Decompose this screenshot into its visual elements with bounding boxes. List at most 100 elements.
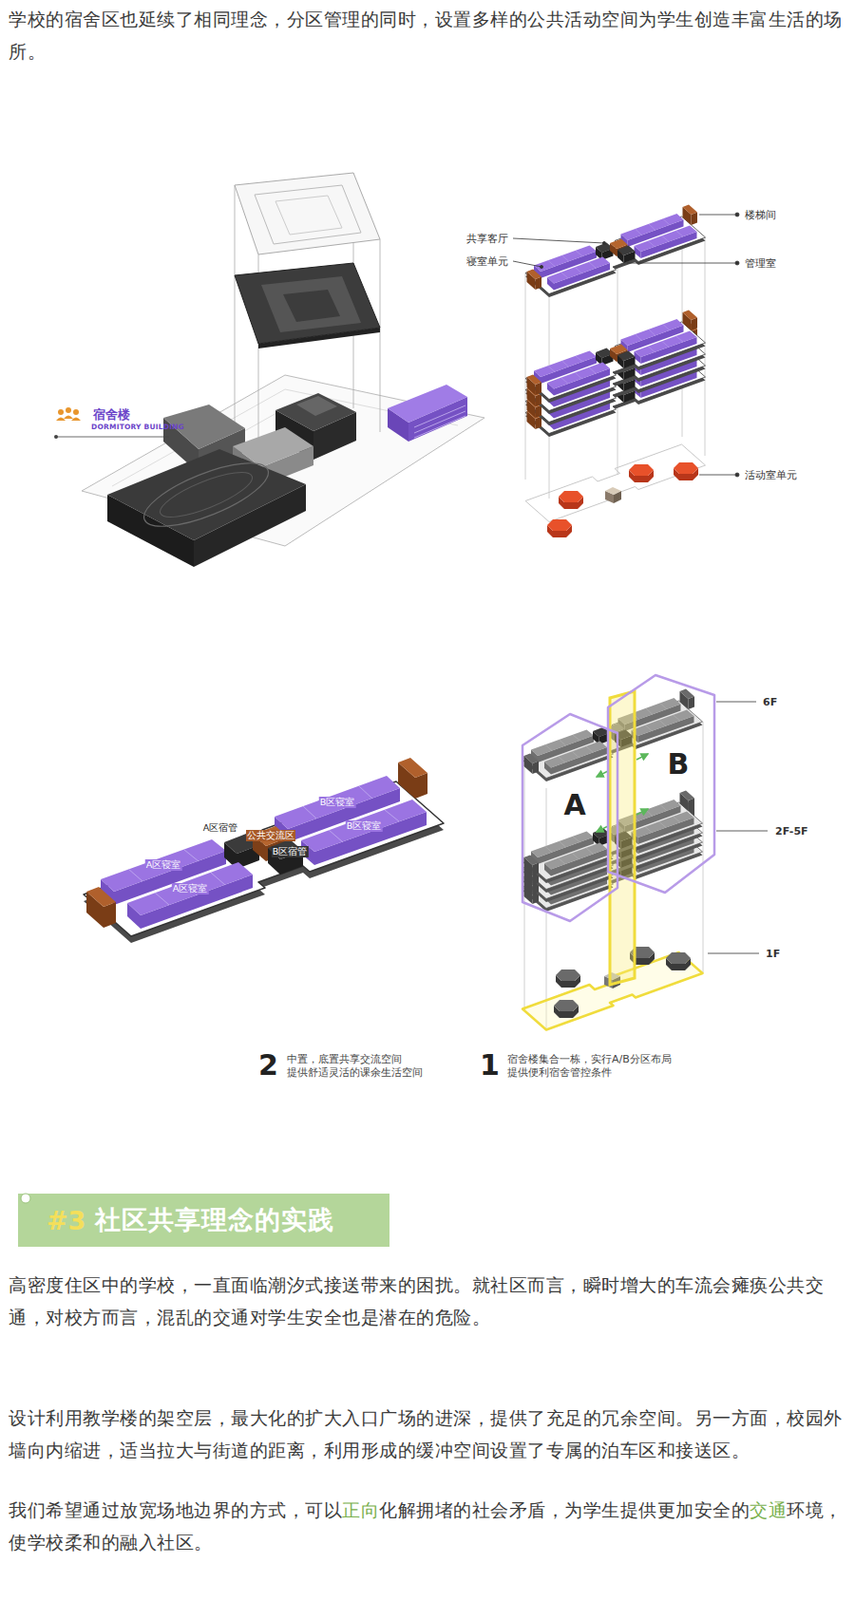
site-axonometric	[234, 263, 380, 344]
section-banner: #3 社区共享理念的实践	[18, 1194, 390, 1248]
paragraph: 设计利用教学楼的架空层，最大化的扩大入口广场的进深，提供了充足的冗余空间。另一方…	[8, 1402, 850, 1467]
stacked-dormitory	[609, 691, 635, 986]
paragraph: 我们希望通过放宽场地边界的方式，可以正向化解拥堵的社会矛盾，为学生提供更加安全的…	[8, 1494, 850, 1559]
leader-line	[716, 831, 768, 833]
exploded-dormitory	[547, 519, 572, 538]
leader-line	[707, 953, 760, 955]
zone-letter: B	[665, 749, 692, 780]
exploded-dormitory	[525, 205, 706, 539]
leader-line	[602, 241, 606, 245]
paragraph: 学校的宿舍区也延续了相同理念，分区管理的同时，设置多样的公共活动空间为学生创造丰…	[8, 2, 850, 68]
site-axonometric	[414, 405, 466, 438]
site-axonometric	[254, 185, 361, 245]
building-label: 宿舍楼	[93, 407, 131, 422]
callout-label: 寝室单元	[466, 255, 509, 268]
zone-letter: A	[561, 790, 588, 821]
leader-line	[539, 265, 543, 268]
site-axonometric	[155, 464, 258, 527]
leader-line	[513, 212, 740, 477]
paragraph-part: 化解拥堵的社会矛盾，为学生提供更加安全的	[379, 1500, 750, 1521]
exploded-dormitory	[673, 462, 699, 481]
highlight-word: 正向	[342, 1500, 380, 1521]
exploded-dormitory	[525, 444, 706, 523]
section-title: 社区共享理念的实践	[95, 1203, 335, 1238]
people-icon	[65, 407, 72, 414]
highlight-word: 交通	[749, 1500, 787, 1521]
site-axonometric	[275, 195, 342, 235]
room-label: B区寝室	[345, 820, 383, 833]
stacked-dormitory	[596, 826, 608, 833]
leader-line	[735, 473, 740, 477]
people-icon	[56, 416, 81, 422]
leader-line	[54, 435, 170, 439]
stacked-dormitory	[522, 689, 703, 1031]
callout-number: 2	[258, 1050, 279, 1082]
stacked-dormitory	[555, 969, 581, 988]
people-icon	[73, 409, 79, 416]
leader-line	[513, 261, 542, 267]
caption-text: 中置，底置共享交流空间 提供舒适灵活的课余生活空间	[286, 1053, 444, 1081]
room-label: B区宿管	[271, 846, 309, 858]
callout-number: 1	[479, 1050, 500, 1082]
building-label: DORMITORY BUILDING	[91, 422, 185, 432]
exploded-dormitory	[628, 464, 654, 483]
leader-line	[699, 214, 738, 216]
banner-dot	[20, 1194, 31, 1204]
leader-line	[54, 435, 58, 439]
room-label: 公共交流区	[246, 830, 296, 842]
stacked-dormitory	[553, 1000, 579, 1019]
site-axonometric	[283, 289, 341, 323]
site-axonometric	[387, 384, 468, 423]
zone-outline: A	[520, 712, 620, 924]
room-label: A区寝室	[171, 883, 209, 895]
stacked-dormitory	[636, 809, 648, 816]
zone-outline-shape	[608, 675, 715, 893]
site-axonometric	[234, 172, 380, 255]
exploded-dormitory	[558, 491, 584, 510]
zone-outline-shape	[522, 714, 618, 922]
callout-label: 活动室单元	[744, 469, 798, 482]
site-axonometric	[261, 276, 361, 333]
floor-label: 6F	[762, 696, 778, 709]
room-label: A区寝室	[145, 859, 183, 872]
section-number: #3	[46, 1206, 86, 1236]
leader-line	[735, 212, 740, 217]
site-axonometric	[296, 396, 338, 417]
callout-label: 楼梯间	[744, 209, 777, 222]
exploded-dormitory	[525, 310, 706, 404]
site-axonometric	[234, 172, 380, 475]
leader-line	[716, 702, 757, 703]
site-axonometric	[107, 449, 306, 541]
floor-label: 2F-5F	[775, 825, 809, 838]
zone-outline: B	[606, 673, 717, 900]
leader-line	[735, 261, 740, 266]
leader-line	[699, 475, 738, 476]
stacked-dormitory	[596, 771, 608, 778]
stacked-dormitory	[636, 754, 648, 760]
leader-line	[513, 238, 605, 244]
leader-line	[56, 437, 170, 438]
zone-outline-shape	[606, 673, 717, 900]
callout-label: 管理室	[744, 257, 777, 270]
exploded-dormitory	[525, 205, 706, 299]
site-axonometric	[136, 450, 276, 539]
caption-text: 宿舍楼集合一栋，实行A/B分区布局 提供便利宿舍管控条件	[507, 1053, 698, 1081]
floor-label: 1F	[765, 948, 780, 961]
stacked-dormitory	[596, 754, 648, 833]
room-label: A区宿管	[202, 822, 240, 835]
leader-line	[707, 702, 768, 954]
paragraph-part: 我们希望通过放宽场地边界的方式，可以	[8, 1500, 342, 1521]
paragraph: 高密度住区中的学校，一直面临潮汐式接送带来的困扰。就社区而言，瞬时增大的车流会瘫…	[8, 1269, 850, 1334]
people-icon	[57, 409, 64, 416]
stacked-dormitory	[665, 952, 691, 971]
callout-label: 共享客厅	[466, 232, 509, 246]
people-icon	[56, 407, 81, 421]
leader-line	[627, 263, 738, 265]
banner-dot	[16, 1189, 36, 1209]
exploded-dormitory	[605, 487, 622, 504]
room-label: B区寝室	[319, 797, 357, 809]
floor-plan	[83, 758, 444, 944]
site-axonometric	[275, 393, 357, 432]
